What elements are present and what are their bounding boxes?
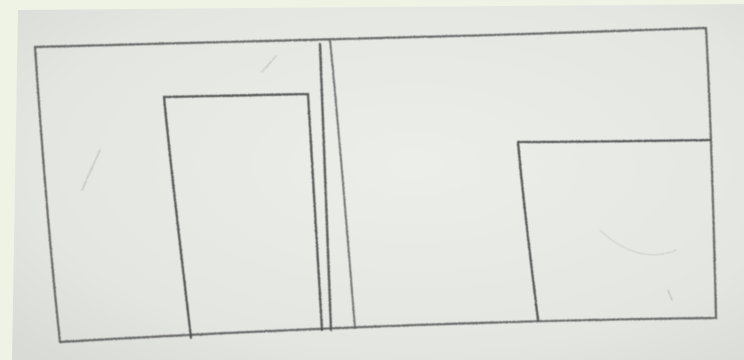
paper-sheet <box>12 4 744 360</box>
